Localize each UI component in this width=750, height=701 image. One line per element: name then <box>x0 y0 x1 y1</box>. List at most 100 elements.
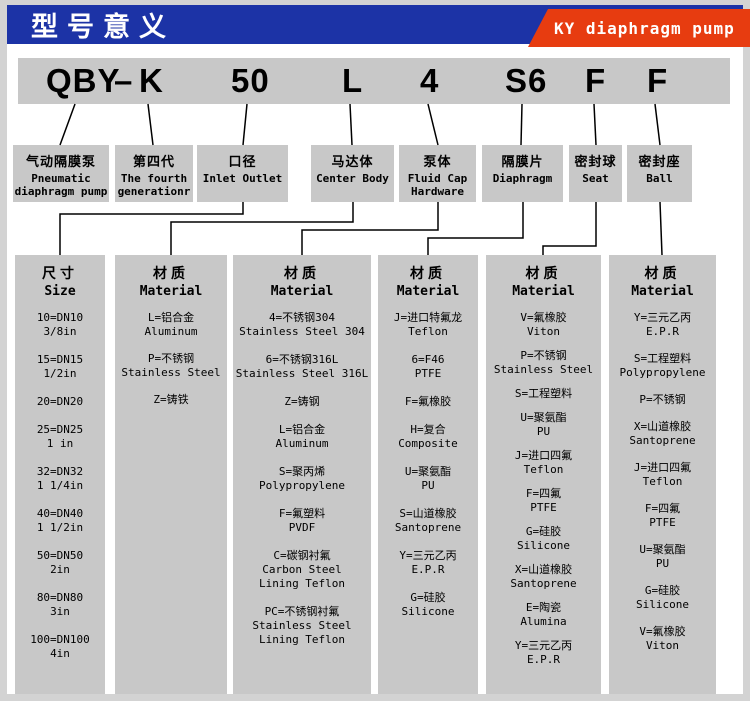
code-diaphragm: S6 <box>505 62 548 99</box>
code-fluid-cap: 4 <box>420 62 440 99</box>
column-header-en: Material <box>139 284 203 299</box>
column-header-cn: 材质 <box>153 266 189 282</box>
model-code-bar: QBY – K 50 L 4 S6 F F <box>18 58 730 104</box>
brand-banner: KY diaphragm pump <box>528 9 750 47</box>
label-fluid-cap: 泵体 Fluid Cap Hardware <box>399 145 476 202</box>
brand-banner-label: KY diaphragm pump <box>554 18 735 38</box>
label-pneumatic-pump: 气动隔膜泵 Pneumatic diaphragm pump <box>13 145 109 202</box>
code-dash: – <box>114 62 134 99</box>
column-header-en: Material <box>631 284 694 299</box>
column-header-cn: 材质 <box>410 266 446 282</box>
column-header-en: Material <box>396 284 460 299</box>
label-seat: 密封球 Seat <box>569 145 622 202</box>
label-en: Fluid Cap <box>407 172 468 185</box>
label-en: The fourth <box>120 172 188 185</box>
label-en: Hardware <box>411 185 464 198</box>
label-ball: 密封座 Ball <box>627 145 692 202</box>
label-en: Center Body <box>316 172 389 185</box>
label-generation: 第四代 The fourth generationr <box>115 145 193 202</box>
column-header-cn: 材质 <box>525 266 562 282</box>
label-cn: 密封球 <box>574 155 617 170</box>
label-cn: 马达体 <box>331 155 374 170</box>
label-cn: 第四代 <box>132 155 175 170</box>
label-cn: 气动隔膜泵 <box>25 155 96 170</box>
label-cn: 口径 <box>228 155 257 170</box>
column-header-en: Size <box>44 284 76 299</box>
label-inlet-outlet: 口径 Inlet Outlet <box>197 145 288 202</box>
column-header-cn: 材质 <box>284 266 320 282</box>
page-title: 型号意义 <box>31 12 175 43</box>
label-en: generationr <box>117 185 191 198</box>
column-header-cn: 材质 <box>644 266 681 282</box>
code-qby: QBY <box>46 62 121 99</box>
label-en: diaphragm pump <box>14 185 108 198</box>
material-item: F=氟橡胶 <box>404 395 452 408</box>
label-en: Inlet Outlet <box>202 172 283 185</box>
column-header-en: Material <box>512 284 575 299</box>
material-item: P=不锈钢 <box>639 393 686 406</box>
label-en: Pneumatic <box>31 172 91 185</box>
code-ball: F <box>647 62 669 99</box>
label-en: Diaphragm <box>492 172 553 185</box>
column-header-en: Material <box>270 284 334 299</box>
label-cn: 隔膜片 <box>501 155 544 170</box>
material-item: 20=DN20 <box>36 395 84 408</box>
label-en: Ball <box>646 172 673 185</box>
label-diaphragm: 隔膜片 Diaphragm <box>482 145 563 202</box>
label-cn: 泵体 <box>423 155 452 170</box>
code-seat: F <box>585 62 607 99</box>
label-center-body: 马达体 Center Body <box>311 145 394 202</box>
material-item: S=工程塑料 <box>514 387 573 400</box>
label-en: Seat <box>582 172 609 185</box>
